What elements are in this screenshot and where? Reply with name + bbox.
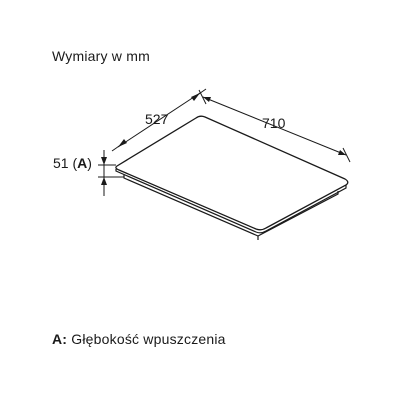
width-extension-line-left	[198, 89, 207, 105]
height-value: 51 (	[53, 155, 77, 171]
height-arrow-bottom	[101, 177, 107, 185]
height-key: A	[77, 155, 87, 171]
cooktop-front-edge	[115, 169, 347, 234]
height-label: 51 (A)	[53, 155, 92, 171]
width-arrow-right	[338, 150, 346, 155]
cooktop-top-surface	[115, 115, 349, 231]
width-extension-line-right	[342, 147, 351, 163]
legend-text: Głębokość wpuszczenia	[67, 331, 226, 347]
height-close: )	[87, 155, 92, 171]
width-arrow-left	[203, 97, 211, 102]
legend: A: Głębokość wpuszczenia	[52, 331, 226, 347]
width-dimension-line	[202, 96, 347, 156]
height-arrow-top	[101, 157, 107, 165]
width-label: 710	[262, 115, 286, 131]
depth-dimension-line	[117, 92, 201, 148]
depth-arrow-front	[118, 139, 127, 147]
legend-key: A:	[52, 331, 68, 347]
depth-label: 527	[145, 111, 169, 127]
depth-arrow-back	[191, 93, 200, 101]
diagram-title: Wymiary w mm	[52, 48, 150, 64]
